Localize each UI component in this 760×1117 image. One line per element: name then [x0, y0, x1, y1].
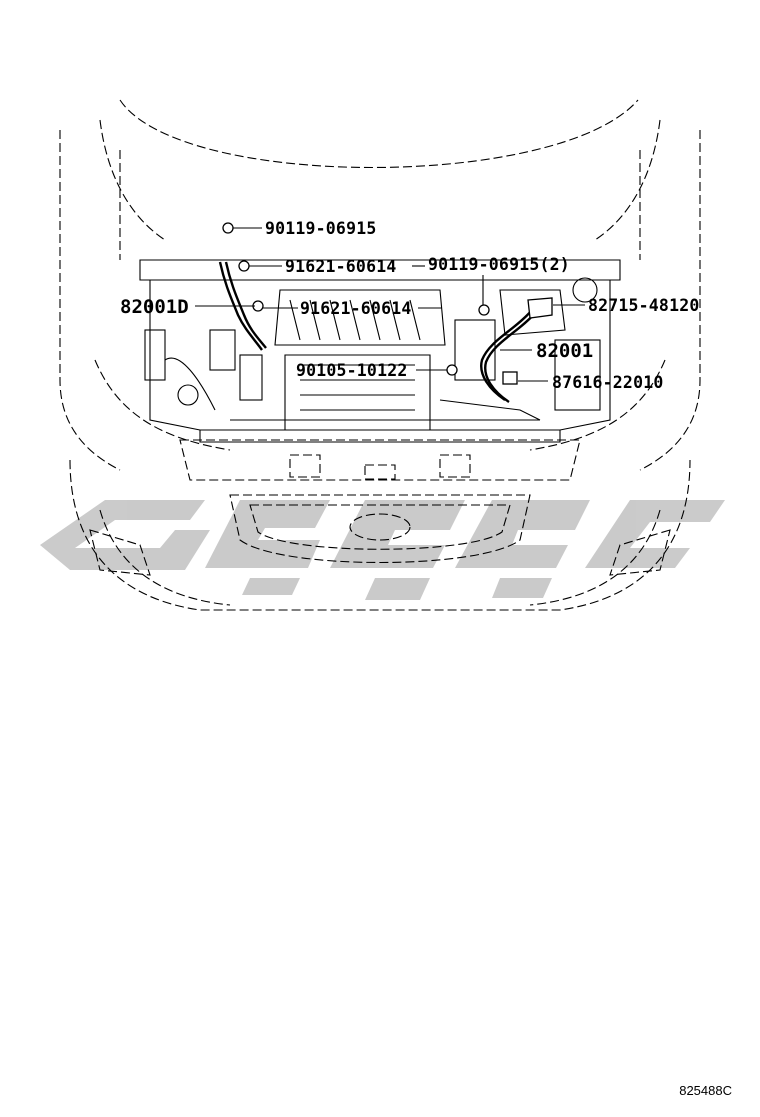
- fastener-markers: [222, 222, 553, 385]
- engine-bay: [139, 259, 621, 443]
- label-bolt-top: 90119-06915: [265, 219, 376, 238]
- part-labels: 90119-06915 91621-60614 90119-06915(2) 8…: [120, 219, 699, 392]
- label-bracket: 82715-48120: [588, 296, 699, 315]
- label-sensor: 87616-22010: [552, 373, 663, 392]
- figure-code: 825488C: [679, 1083, 732, 1098]
- sensor-icon: [502, 371, 518, 385]
- bolt-icon: [478, 304, 490, 316]
- label-clamp-lower: 91621-60614: [300, 299, 411, 318]
- car-body-outline: [59, 99, 701, 611]
- label-clamp-upper: 91621-60614: [285, 257, 396, 276]
- label-bolt-right: 90119-06915(2): [428, 255, 570, 274]
- wire-harness-left: [218, 261, 267, 351]
- bracket-icon: [527, 297, 553, 319]
- leader-lines: [195, 227, 585, 382]
- label-bolt-center: 90105-10122: [296, 361, 407, 380]
- bolt-icon: [222, 222, 234, 234]
- bolt-icon: [446, 364, 458, 376]
- wire-harness-right: [480, 309, 537, 403]
- label-harness-left: 82001D: [120, 296, 189, 318]
- clamp-icon: [238, 260, 250, 272]
- watermark-logo: [40, 500, 725, 600]
- label-harness-right: 82001: [536, 340, 593, 362]
